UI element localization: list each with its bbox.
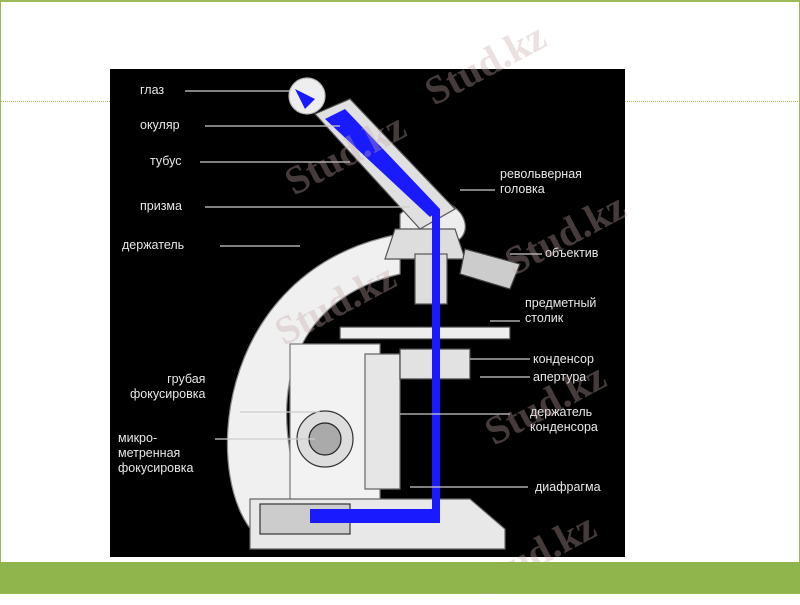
label-diaphragm: диафрагма: [535, 480, 601, 494]
label-objective: объектив: [545, 246, 599, 260]
label-eyepiece: окуляр: [140, 118, 180, 132]
label-tube: тубус: [150, 154, 182, 168]
label-fine-focus: микро- метренная фокусировка: [118, 431, 194, 475]
label-nosepiece: револьверная головка: [500, 167, 582, 196]
microscope-drawing: [185, 77, 542, 550]
objective-shape: [414, 253, 448, 305]
label-eye: глаз: [140, 83, 165, 97]
label-arm: держатель: [122, 238, 185, 252]
label-stage: предметный столик: [525, 296, 597, 325]
label-coarse-focus: грубая фокусировка: [130, 372, 206, 401]
label-prism: призма: [140, 199, 182, 213]
stage-shape: [339, 326, 511, 340]
light-path: [295, 89, 440, 523]
leader-lines: [185, 90, 542, 488]
label-condenser: конденсор: [533, 352, 594, 366]
microscope-diagram: глаз окуляр тубус призма держатель груба…: [110, 69, 625, 557]
footer-bar: [0, 562, 800, 593]
label-condenser-holder: держатель конденсора: [530, 405, 598, 434]
label-aperture: апертура: [533, 370, 587, 384]
column-shape: [364, 353, 401, 490]
